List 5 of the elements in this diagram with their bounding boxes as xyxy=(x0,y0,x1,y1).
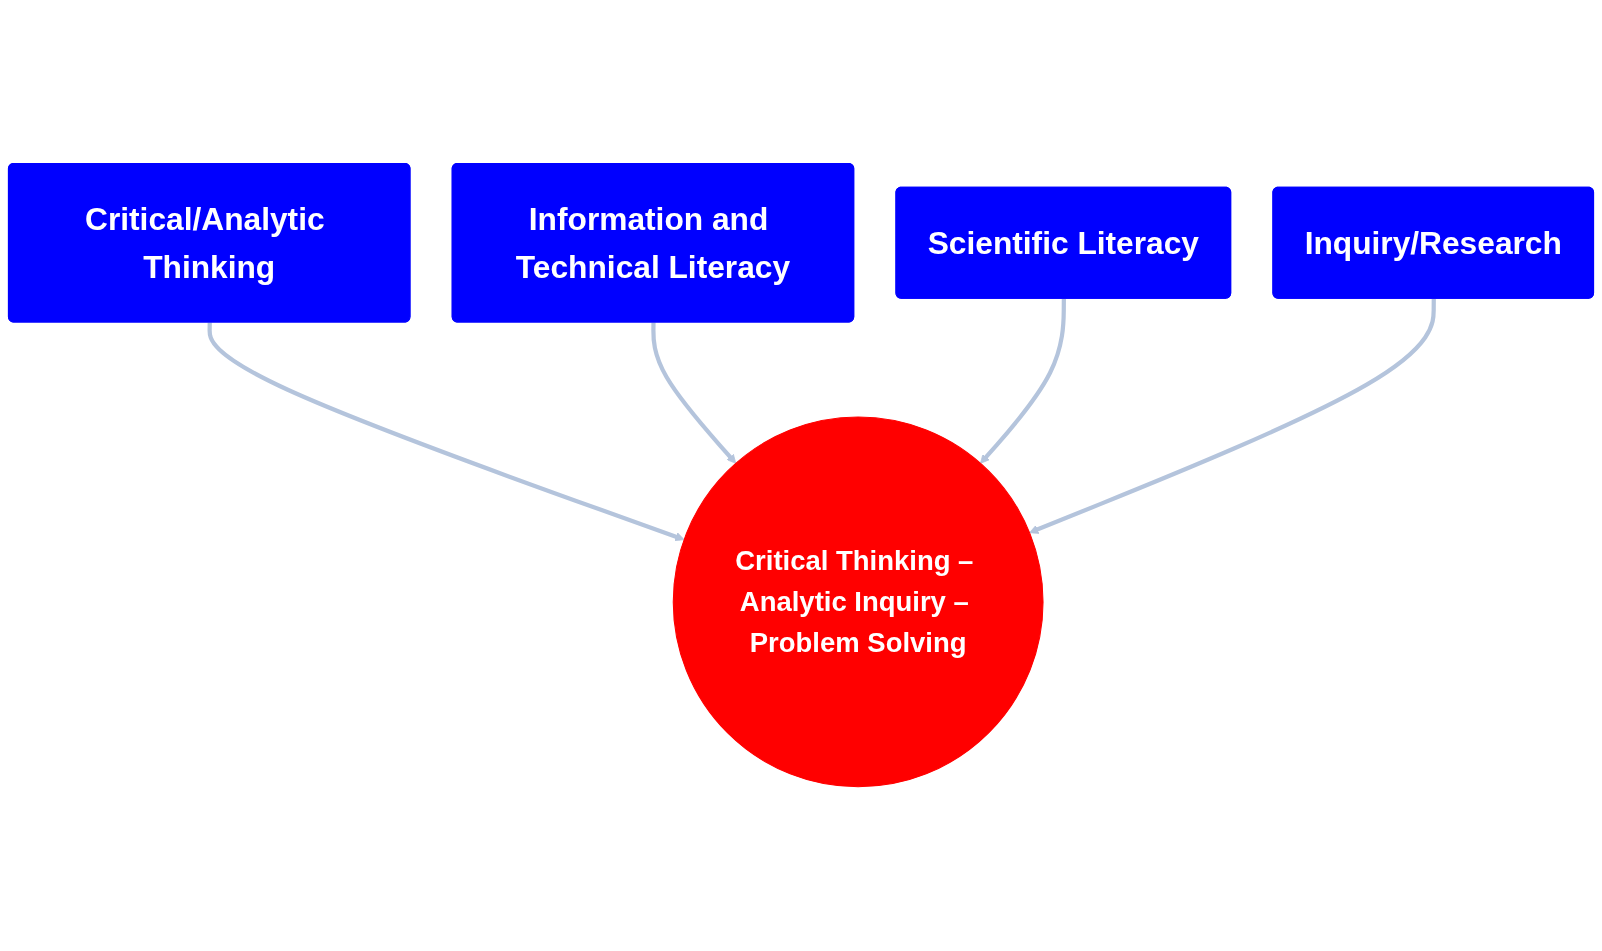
arrow xyxy=(207,322,685,542)
arrow xyxy=(980,299,1066,465)
arrow xyxy=(651,322,737,465)
node-circle: Critical Thinking – Analytic Inquiry – Problem Solving xyxy=(672,416,1044,788)
arrow xyxy=(1029,299,1436,535)
